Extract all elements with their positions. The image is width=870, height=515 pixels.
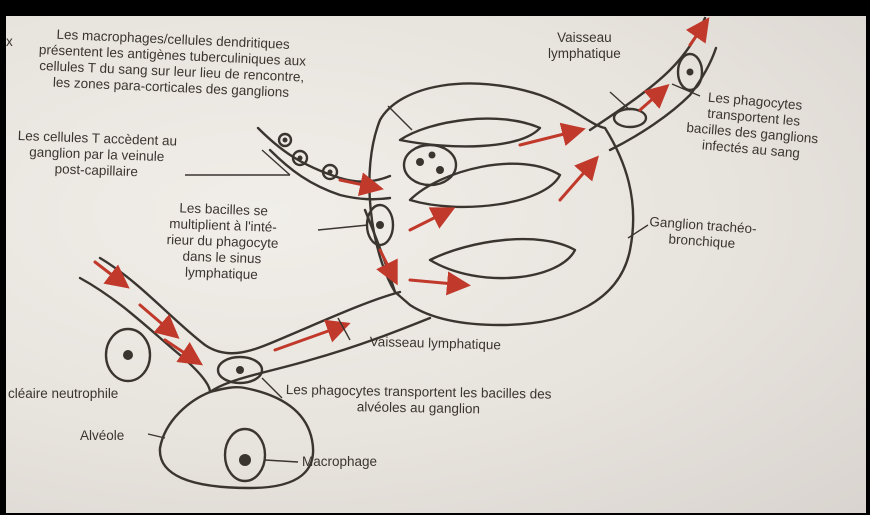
vessel-lower-wall xyxy=(80,278,210,392)
flow-arrow-12 xyxy=(690,22,706,45)
edge-mark: x xyxy=(6,34,13,50)
label-bacilli-multiply: Les bacilles se multiplient à l'inté- ri… xyxy=(165,200,280,284)
label-vaisseau-top: Vaisseau lymphatique xyxy=(548,30,621,62)
label-alveole: Alvéole xyxy=(80,428,124,444)
vessel-lower-to-node xyxy=(210,318,430,392)
dendritic-cluster xyxy=(404,145,456,185)
label-vaisseau-bottom: Vaisseau lymphatique xyxy=(370,334,501,353)
flow-arrow-10 xyxy=(560,160,595,200)
label-neutrophile: cléaire neutrophile xyxy=(8,386,118,402)
flow-arrow-7 xyxy=(410,210,450,230)
flow-arrow-2 xyxy=(140,305,175,335)
follicle-3 xyxy=(430,239,575,278)
label-macrophage: Macrophage xyxy=(302,454,377,470)
flow-arrow-9 xyxy=(520,130,580,145)
label-t-cells-access: Les cellules T accèdent au ganglion par … xyxy=(16,128,177,182)
follicle-1 xyxy=(400,119,540,147)
label-macrophages-dendritic: Les macrophages/cellules dendritiques pr… xyxy=(37,26,307,102)
flow-arrow-3 xyxy=(165,340,198,362)
label-phagocytes-bottom: Les phagocytes transportent les bacilles… xyxy=(285,382,551,419)
phagocyte-cell-top-2 xyxy=(614,109,646,127)
flow-arrow-8 xyxy=(410,280,465,285)
label-phagocytes-top: Les phagocytes transportent les bacilles… xyxy=(684,88,821,163)
